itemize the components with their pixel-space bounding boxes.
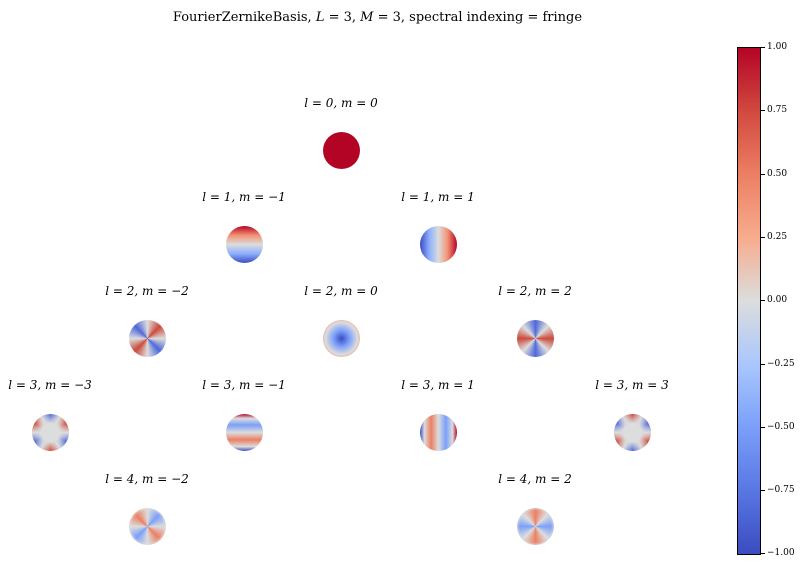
panel-label: l = 3, m = 3 [595, 378, 669, 392]
colorbar-tick-label: 0.50 [767, 169, 788, 179]
colorbar-tick [760, 490, 765, 491]
zernike-disk [323, 132, 360, 169]
panel-label: l = 4, m = −2 [105, 472, 189, 486]
title-M: M [360, 10, 374, 25]
title-M-value: = 3, spectral indexing = fringe [373, 10, 583, 25]
colorbar-tick [760, 47, 765, 48]
panel-label: l = 1, m = 1 [401, 190, 475, 204]
colorbar-tick [760, 110, 765, 111]
colorbar-tick [760, 553, 765, 554]
panel-label: l = 2, m = 2 [498, 284, 572, 298]
panel-l2-m0: l = 2, m = 0 [281, 284, 401, 374]
panel-l1-m-1: l = 1, m = −1 [184, 190, 304, 280]
chart-title: FourierZernikeBasis, L = 3, M = 3, spect… [0, 10, 755, 25]
colorbar-tick-label: −1.00 [767, 548, 795, 558]
zernike-disk [614, 414, 651, 451]
panel-label: l = 2, m = 0 [304, 284, 378, 298]
colorbar-tick [760, 174, 765, 175]
panel-l4-m2: l = 4, m = 2 [475, 472, 595, 562]
title-L-value: = 3, [324, 10, 361, 25]
colorbar-tick-label: 0.75 [767, 105, 788, 115]
colorbar-tick [760, 237, 765, 238]
panel-label: l = 4, m = 2 [498, 472, 572, 486]
panel-l4-m-2: l = 4, m = −2 [87, 472, 207, 562]
panel-l2-m-2: l = 2, m = −2 [87, 284, 207, 374]
panel-label: l = 3, m = −1 [202, 378, 286, 392]
zernike-disk [129, 320, 166, 357]
colorbar-tick-label: −0.25 [767, 359, 795, 369]
zernike-disk [420, 226, 457, 263]
zernike-disk [420, 414, 457, 451]
zernike-disk [129, 508, 166, 545]
panel-label: l = 3, m = −3 [8, 378, 92, 392]
panel-l2-m2: l = 2, m = 2 [475, 284, 595, 374]
panel-label: l = 1, m = −1 [202, 190, 286, 204]
panel-label: l = 0, m = 0 [304, 96, 378, 110]
title-L: L [315, 10, 325, 25]
panel-label: l = 3, m = 1 [401, 378, 475, 392]
panel-l0-m0: l = 0, m = 0 [281, 96, 401, 186]
zernike-disk [226, 226, 263, 263]
zernike-disk [517, 320, 554, 357]
panel-l3-m-3: l = 3, m = −3 [0, 378, 110, 468]
panel-l3-m-1: l = 3, m = −1 [184, 378, 304, 468]
zernike-disk [323, 320, 360, 357]
colorbar-tick-label: −0.75 [767, 485, 795, 495]
colorbar-tick-label: 1.00 [767, 42, 788, 52]
colorbar-tick-label: 0.00 [767, 295, 788, 305]
colorbar-tick-label: −0.50 [767, 422, 795, 432]
zernike-disk [226, 414, 263, 451]
zernike-disk [517, 508, 554, 545]
zernike-disk [32, 414, 69, 451]
colorbar-tick [760, 364, 765, 365]
title-prefix: FourierZernikeBasis, [172, 10, 316, 25]
colorbar-tick-label: 0.25 [767, 232, 788, 242]
panel-l3-m1: l = 3, m = 1 [378, 378, 498, 468]
colorbar-tick [760, 300, 765, 301]
panel-l1-m1: l = 1, m = 1 [378, 190, 498, 280]
colorbar [737, 47, 761, 555]
colorbar-tick [760, 427, 765, 428]
panel-label: l = 2, m = −2 [105, 284, 189, 298]
panel-l3-m3: l = 3, m = 3 [572, 378, 692, 468]
